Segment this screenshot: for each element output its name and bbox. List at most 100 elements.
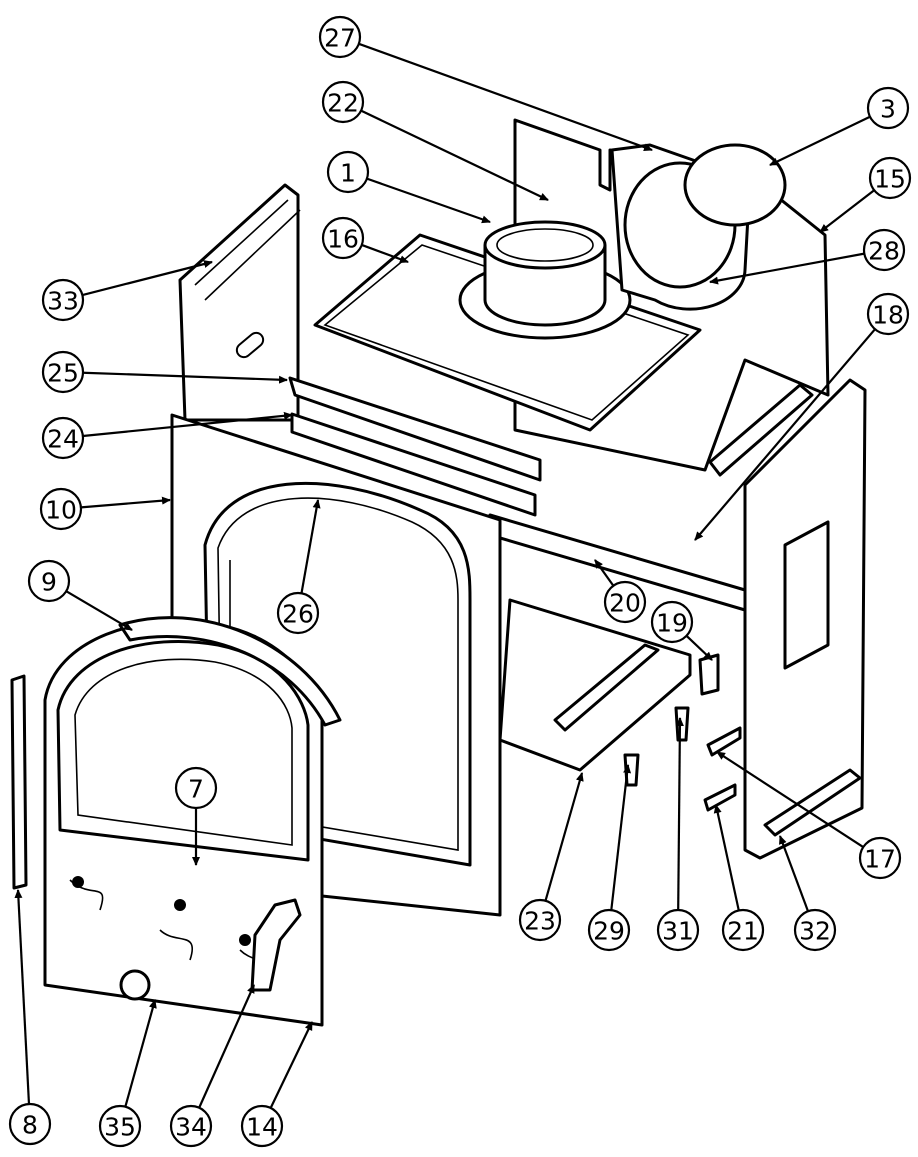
callout-16: 16 [321, 216, 409, 264]
callout-leader-23 [544, 772, 584, 902]
callout-circle-34 [169, 1104, 213, 1148]
callout-number-33: 33 [47, 287, 79, 316]
callout-27: 27 [318, 15, 653, 152]
callout-number-17: 17 [864, 845, 896, 874]
callout-leader-28 [709, 252, 865, 285]
callout-21: 21 [713, 804, 765, 952]
callout-leader-22 [360, 109, 549, 201]
callout-leader-29 [610, 764, 632, 911]
callout-circle-17 [858, 836, 902, 880]
callout-number-32: 32 [799, 917, 831, 946]
callout-leader-26 [300, 499, 321, 594]
callout-number-8: 8 [22, 1111, 38, 1140]
callout-number-18: 18 [872, 301, 904, 330]
callout-circle-21 [721, 908, 765, 952]
callout-1: 1 [326, 150, 491, 224]
callout-20: 20 [594, 559, 647, 624]
callout-circle-35 [98, 1104, 142, 1148]
callout-32: 32 [778, 835, 837, 952]
callout-number-15: 15 [874, 165, 906, 194]
callout-circle-22 [321, 80, 365, 124]
callout-3: 3 [769, 86, 910, 166]
callout-number-26: 26 [282, 600, 314, 629]
door [43, 616, 342, 1027]
callout-leader-15 [819, 189, 875, 233]
callout-circle-24 [41, 416, 85, 460]
bracket-17 [706, 726, 742, 757]
callout-circle-31 [656, 908, 700, 952]
callout-circle-7 [174, 766, 218, 810]
callout-circle-23 [518, 898, 562, 942]
latch-knob [119, 969, 151, 1001]
clip-19 [698, 653, 720, 696]
callout-number-16: 16 [327, 225, 359, 254]
callout-circle-8 [8, 1102, 52, 1146]
callout-number-10: 10 [45, 496, 77, 525]
callout-leader-18 [694, 328, 876, 541]
callout-circle-28 [862, 228, 906, 272]
callout-circle-27 [318, 15, 362, 59]
callout-circle-26 [276, 591, 320, 635]
callout-31: 31 [656, 717, 700, 952]
callout-circle-1 [326, 150, 370, 194]
foot-32 [763, 768, 862, 837]
callout-leader-20 [594, 559, 615, 587]
callout-number-29: 29 [593, 917, 625, 946]
callout-circle-3 [866, 86, 910, 130]
callout-23: 23 [518, 772, 584, 942]
callout-number-1: 1 [340, 159, 356, 188]
callout-leader-17 [716, 751, 864, 849]
callout-circle-15 [868, 156, 912, 200]
callout-number-28: 28 [868, 237, 900, 266]
callout-14: 14 [240, 1021, 313, 1148]
elbow-duct [610, 143, 787, 311]
callout-leader-14 [269, 1021, 313, 1109]
callout-circle-20 [603, 580, 647, 624]
callout-leader-31 [675, 717, 684, 911]
callout-17: 17 [716, 751, 902, 880]
callout-leader-8 [14, 889, 31, 1105]
callout-circle-32 [793, 908, 837, 952]
door-seal-strip [10, 674, 28, 890]
callout-circle-25 [41, 350, 85, 394]
callout-34: 34 [169, 984, 256, 1148]
callout-number-3: 3 [880, 95, 896, 124]
callout-19: 19 [650, 600, 713, 661]
door-handle [250, 898, 302, 992]
callout-number-19: 19 [656, 609, 688, 638]
callout-leader-3 [769, 115, 871, 166]
callout-leader-10 [80, 496, 171, 509]
callout-leader-33 [82, 260, 213, 297]
callout-number-34: 34 [175, 1113, 207, 1142]
callout-number-23: 23 [524, 907, 556, 936]
callout-leader-24 [82, 411, 293, 438]
callout-number-31: 31 [662, 917, 694, 946]
callout-circle-9 [27, 559, 71, 603]
callout-35: 35 [98, 999, 157, 1148]
callout-circle-14 [240, 1104, 284, 1148]
callout-leader-19 [685, 634, 713, 661]
callout-circle-29 [587, 908, 631, 952]
callout-leader-1 [366, 177, 491, 224]
callout-29: 29 [587, 764, 632, 952]
callout-number-22: 22 [327, 89, 359, 118]
callout-circle-10 [39, 487, 83, 531]
lower-baffle [290, 412, 537, 517]
stud-31 [674, 706, 690, 742]
callout-number-35: 35 [104, 1113, 136, 1142]
callout-circle-16 [321, 216, 365, 260]
callout-28: 28 [709, 228, 906, 285]
upper-baffle [288, 376, 542, 482]
callout-leader-34 [198, 984, 256, 1109]
callout-number-20: 20 [609, 589, 641, 618]
callout-number-7: 7 [188, 775, 204, 804]
callout-leader-27 [358, 42, 653, 152]
callout-number-14: 14 [246, 1113, 278, 1142]
callout-10: 10 [39, 487, 171, 531]
callout-leader-35 [124, 999, 157, 1108]
callout-leader-16 [361, 243, 409, 264]
callout-8: 8 [8, 889, 52, 1146]
callout-15: 15 [819, 156, 912, 233]
